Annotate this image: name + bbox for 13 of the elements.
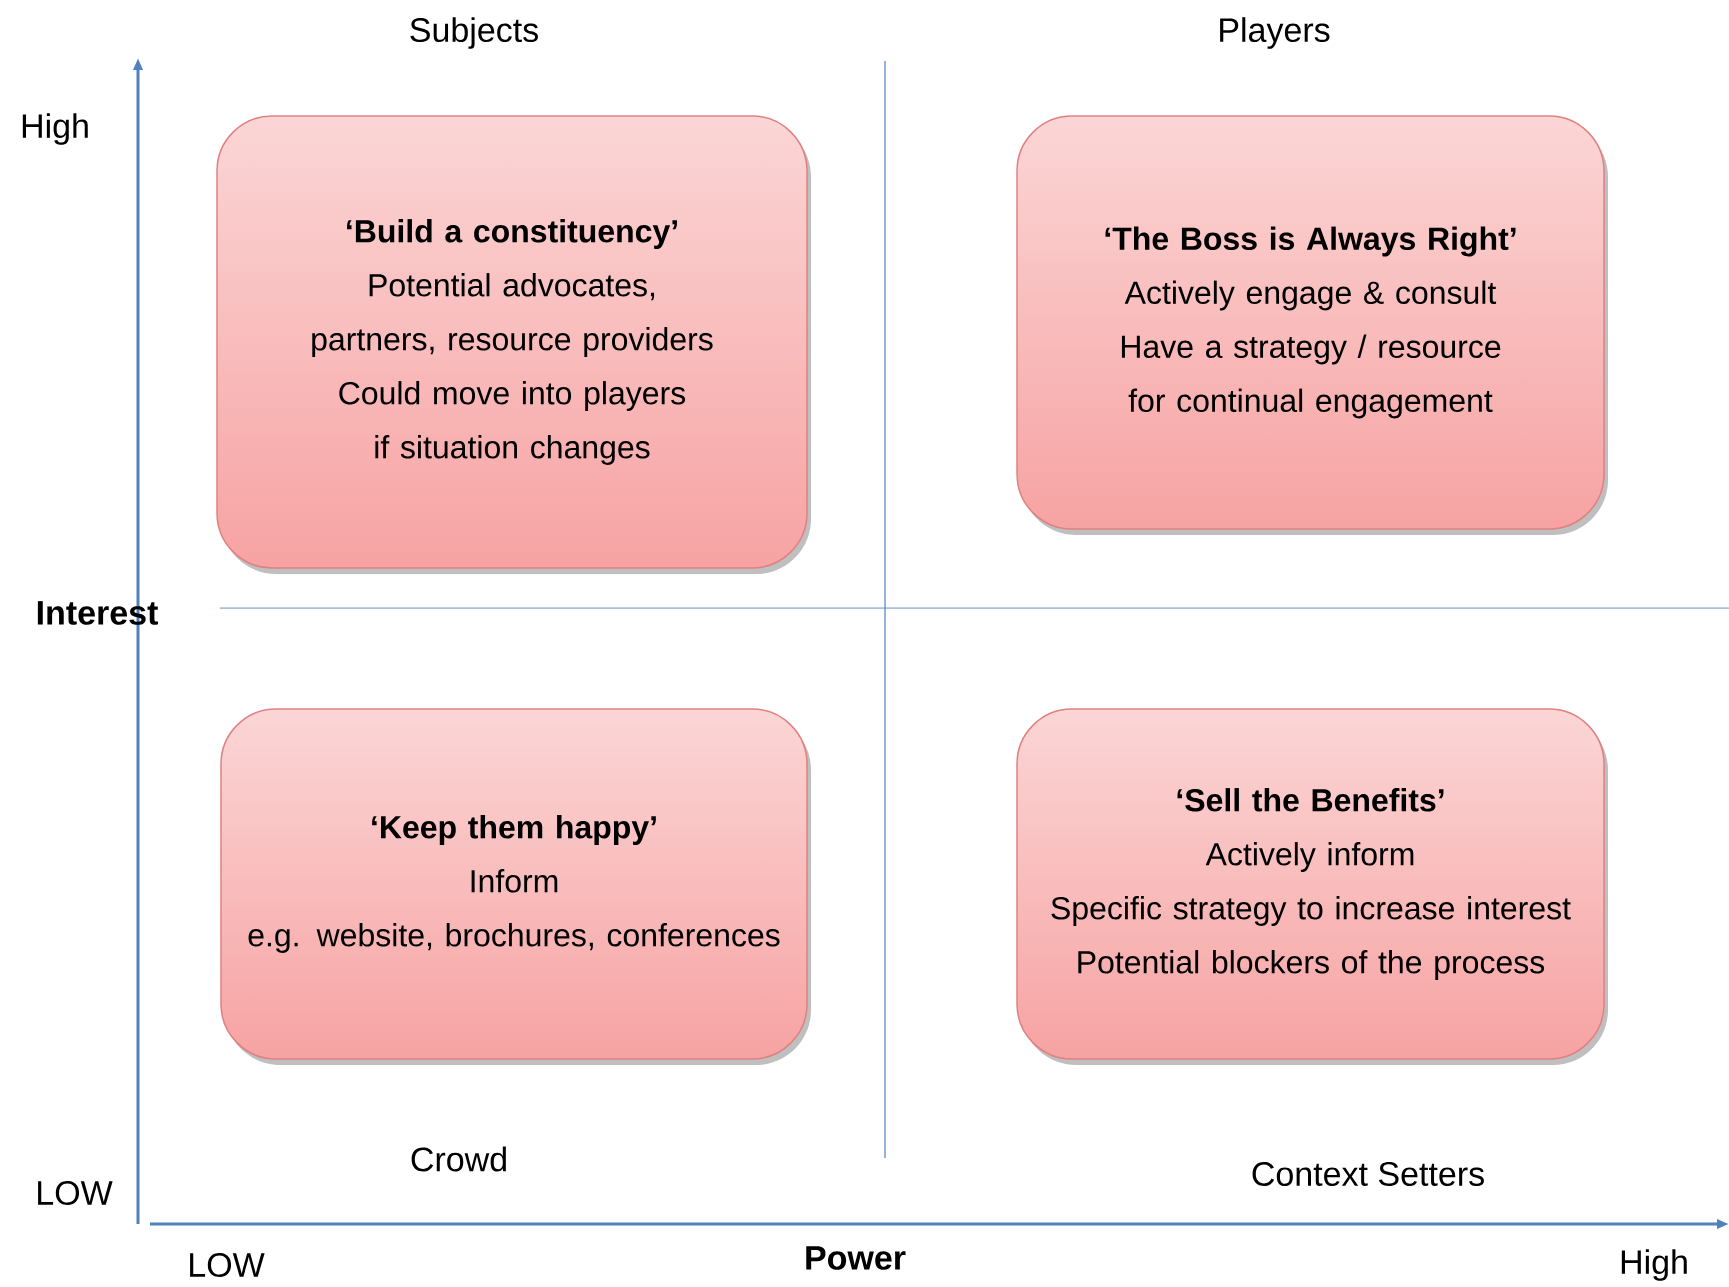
rounded-box: ‘Build a constituency’ Potential advocates, partners, resource providers Could move into players if situation changes [216,115,811,574]
axis-label: LOW [38,1180,113,1206]
axis-label: Players [1220,17,1330,49]
axis-label: High [1621,1249,1687,1281]
axis-label: Subjects [410,17,538,49]
axis-label: Crowd [411,1146,506,1172]
axis-label: Power [806,1246,906,1270]
rounded-box: ‘Sell the Benefits’ Actively inform Specific strategy to increase interest Potential blockers of the process [1016,708,1608,1065]
axis-label: Context Setters [1252,1161,1484,1187]
rounded-box: ‘The Boss is Always Right’ Actively engage & consult Have a strategy / resource for continual engagement [1016,115,1608,535]
axis-label: High [22,113,88,145]
rounded-box: ‘Keep them happy’ Inform e.g. website, brochures, conferences [220,708,811,1065]
axis-label: LOW [190,1252,265,1278]
